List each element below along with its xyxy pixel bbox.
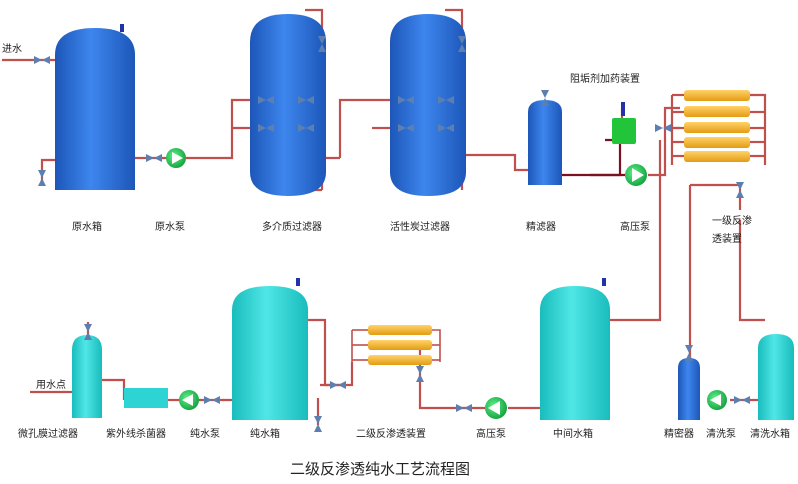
use-point-label: 用水点 [36,379,66,391]
tank-indicator [602,278,606,286]
raw-tank-label: 原水箱 [72,220,102,233]
valve-icon [458,36,466,52]
uv-sterilizer-vessel [124,388,168,408]
pure-water-tank [232,278,308,420]
micro-filter-label: 微孔膜过滤器 [18,427,78,440]
inlet-label: 进水 [2,43,22,55]
valve-icon [258,124,274,132]
valve-icon [298,96,314,104]
valve-icon [298,124,314,132]
valve-icon [330,381,346,389]
multimedia-filter-vessel [250,14,326,196]
pure-tank-label: 纯水箱 [250,427,280,440]
valve-icon [456,404,472,412]
clean-tank-label: 清洗水箱 [750,427,790,440]
clean-water-tank [758,334,794,420]
precision-filter-2-label: 精密器 [664,427,694,440]
valve-icon [146,154,162,162]
valve-icon [38,170,46,186]
valve-icon [438,96,454,104]
valve-icon [438,124,454,132]
carbon-filter-label: 活性炭过滤器 [390,220,450,233]
valve-icon [84,324,92,340]
ro2-membrane-stack [368,325,432,365]
valve-icon [258,96,274,104]
valve-icon [204,396,220,404]
clean-pump-label: 清洗泵 [706,427,736,440]
valve-icon [314,416,322,432]
valve-icon [398,124,414,132]
ro1-membrane-stack [684,90,750,162]
pure-pump-label: 纯水泵 [190,427,220,440]
tank-indicator [296,278,300,286]
valve-icon [655,124,671,132]
pump-icon [707,390,727,410]
valve-icon [398,96,414,104]
valve-icon [736,182,744,198]
ro1-device-label-line2: 透装置 [712,232,742,245]
dosing-device-label: 阻垢剂加药装置 [570,72,640,85]
valve-icon [734,396,750,404]
carbon-filter-vessel [390,14,466,196]
ro1-device-label-line1: 一级反渗 [712,214,752,227]
dosing-device [612,102,636,144]
pump-icon [625,164,647,186]
micro-filter-vessel [72,335,102,418]
raw-water-tank [55,24,135,190]
pump-icon [179,390,199,410]
mid-tank-label: 中间水箱 [553,427,593,440]
hp-pump-1-label: 高压泵 [620,220,650,233]
diagram-title: 二级反渗透纯水工艺流程图 [290,460,470,478]
valve-icon [416,366,424,382]
hp-pump-2-label: 高压泵 [476,427,506,440]
valve-icon [318,36,326,52]
pump-icon [166,148,186,168]
uv-sterilizer-label: 紫外线杀菌器 [106,427,166,440]
precision-filter-1-label: 精滤器 [526,220,556,233]
tank-indicator [120,24,124,32]
middle-water-tank [540,278,610,420]
valve-icon [541,90,549,106]
valve-icon [34,56,50,64]
precision-filter-2-vessel [678,358,700,420]
ro2-device-label: 二级反渗透装置 [356,427,426,440]
precision-filter-1-vessel [528,100,562,185]
pump-icon [485,397,507,419]
valve-icon [685,345,693,361]
multimedia-filter-label: 多介质过滤器 [262,220,322,233]
raw-pump-label: 原水泵 [155,221,185,233]
